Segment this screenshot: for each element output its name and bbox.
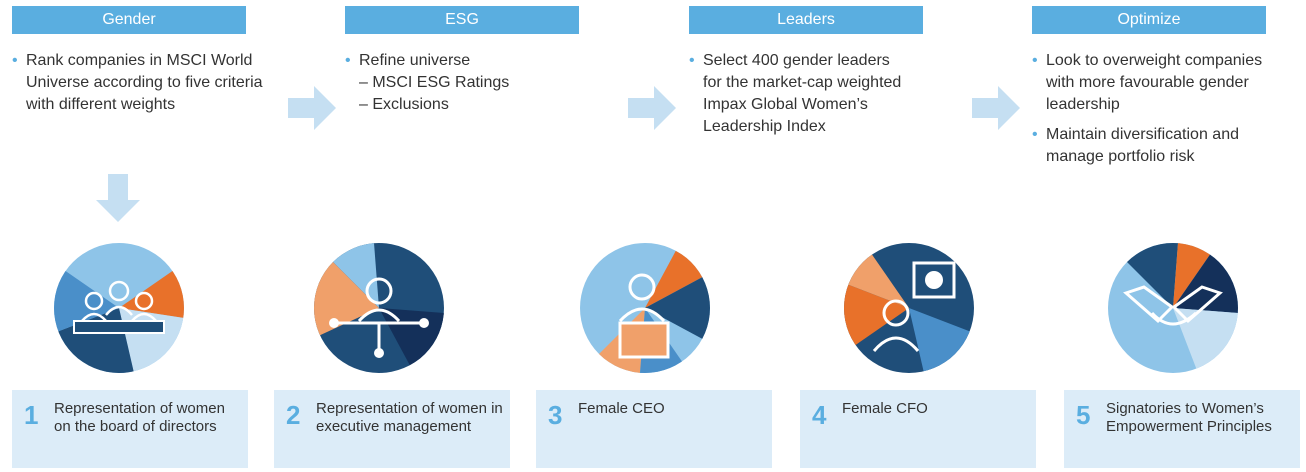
bullet-text: Rank companies in MSCI World Universe ac… [26, 52, 263, 113]
criterion-number: 4 [812, 400, 827, 430]
step-header-leaders: Leaders [689, 6, 923, 34]
bullet-item: Rank companies in MSCI World Universe ac… [12, 50, 272, 116]
criterion-card-5: 5 Signatories to Women’s Empowerment Pri… [1064, 390, 1300, 468]
criterion-label: Representation of women in executive man… [316, 400, 503, 435]
arrow-right-icon [972, 86, 1020, 130]
criterion-card-1: 1 Representation of women on the board o… [12, 390, 248, 468]
bullet-text: Look to overweight companies with more f… [1046, 52, 1263, 113]
criterion-label: Female CFO [842, 400, 928, 417]
criterion-label: Representation of women on the board of … [54, 400, 225, 435]
optimize-bullets: Look to overweight companies with more f… [1032, 50, 1266, 176]
bullet-text: Select 400 gender leaders for the market… [703, 52, 902, 135]
criterion-number: 3 [548, 400, 563, 430]
criterion-card-3: 3 Female CEO [536, 390, 772, 468]
step-header-gender: Gender [12, 6, 246, 34]
bullet-item: Maintain diversification and manage port… [1032, 124, 1266, 168]
bullet-text: Refine universe [359, 52, 471, 69]
sub-bullet-exclusions: – Exclusions [359, 96, 449, 113]
executive-network-icon [314, 243, 444, 373]
criterion-card-2: 2 Representation of women in executive m… [274, 390, 510, 468]
bullet-item: Select 400 gender leaders for the market… [689, 50, 911, 138]
female-ceo-icon [580, 243, 710, 373]
arrow-down-icon [96, 174, 140, 222]
criterion-number: 2 [286, 400, 301, 430]
gender-bullets: Rank companies in MSCI World Universe ac… [12, 50, 272, 124]
step-header-optimize: Optimize [1032, 6, 1266, 34]
criterion-label: Signatories to Women’s Empowerment Princ… [1106, 400, 1272, 435]
criterion-number: 5 [1076, 400, 1091, 430]
boardroom-meeting-icon [54, 243, 184, 373]
esg-bullets: Refine universe – MSCI ESG Ratings – Exc… [345, 50, 575, 124]
bullet-text: Maintain diversification and manage port… [1046, 126, 1239, 165]
criterion-card-4: 4 Female CFO [800, 390, 1036, 468]
step-header-esg: ESG [345, 6, 579, 34]
arrow-right-icon [628, 86, 676, 130]
leaders-bullets: Select 400 gender leaders for the market… [689, 50, 911, 146]
criterion-label: Female CEO [578, 400, 665, 417]
bullet-item: Refine universe – MSCI ESG Ratings – Exc… [345, 50, 575, 116]
handshake-icon [1108, 243, 1238, 373]
sub-bullet-esg-ratings: – MSCI ESG Ratings [359, 74, 510, 91]
arrow-right-icon [288, 86, 336, 130]
criterion-number: 1 [24, 400, 39, 430]
bullet-item: Look to overweight companies with more f… [1032, 50, 1266, 116]
female-cfo-presentation-icon [844, 243, 974, 373]
